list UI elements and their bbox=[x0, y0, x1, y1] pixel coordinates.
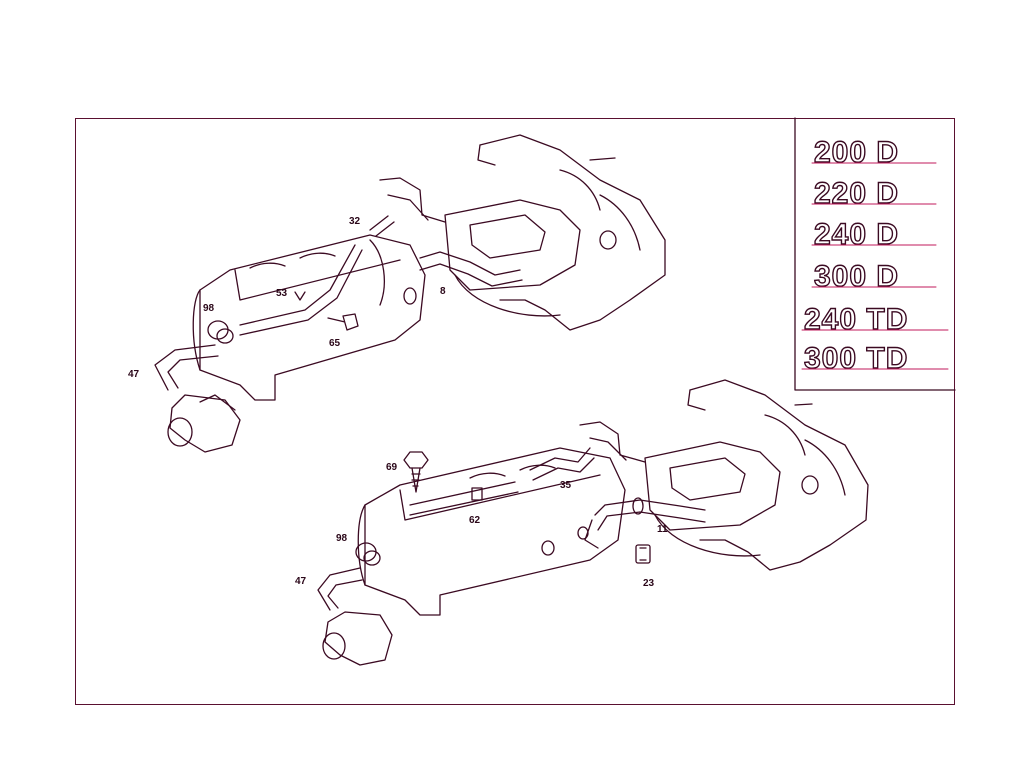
callout-47-upper: 47 bbox=[128, 369, 140, 380]
callouts-upper: 32 53 98 8 65 47 bbox=[128, 216, 446, 380]
callout-69-lower: 69 bbox=[386, 462, 398, 473]
badge-200d: 200 D bbox=[814, 136, 899, 169]
model-badge-panel: 200 D 220 D 240 D 300 D 240 TD 300 TD bbox=[794, 117, 956, 391]
badge-300td: 300 TD bbox=[804, 342, 908, 375]
badge-240td: 240 TD bbox=[804, 303, 908, 336]
callout-62-lower: 62 bbox=[469, 515, 481, 526]
callout-53-upper: 53 bbox=[276, 288, 288, 299]
callout-11-lower: 11 bbox=[657, 524, 668, 535]
callout-23-lower: 23 bbox=[643, 578, 655, 589]
diagram-frame bbox=[75, 118, 955, 705]
callout-47-lower: 47 bbox=[295, 576, 307, 587]
badge-300d: 300 D bbox=[814, 260, 899, 293]
callout-35-lower: 35 bbox=[560, 480, 572, 491]
upper-engine-assembly bbox=[154, 134, 666, 453]
callout-32-upper: 32 bbox=[349, 216, 361, 227]
badge-220d: 220 D bbox=[814, 177, 899, 210]
callout-98-lower: 98 bbox=[336, 533, 348, 544]
callout-8-upper: 8 bbox=[440, 286, 446, 297]
callout-98-upper: 98 bbox=[203, 303, 215, 314]
lower-engine-assembly bbox=[317, 379, 869, 666]
callout-65-upper: 65 bbox=[329, 338, 341, 349]
callouts-lower: 69 35 62 11 98 23 47 bbox=[295, 462, 668, 589]
badge-240d: 240 D bbox=[814, 218, 899, 251]
